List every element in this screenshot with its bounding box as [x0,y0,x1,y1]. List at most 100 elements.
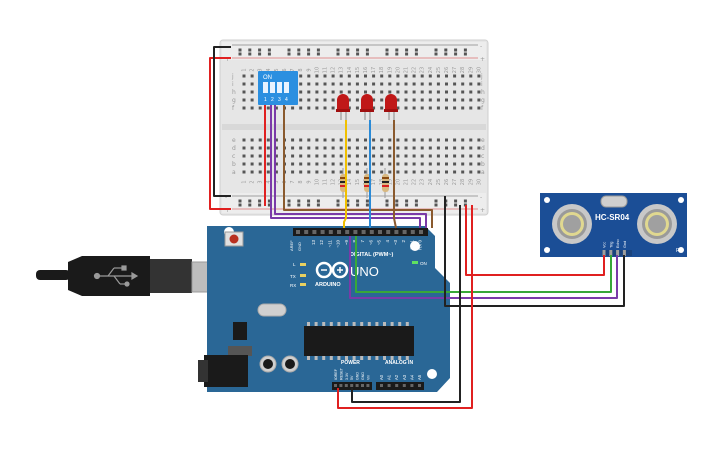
breadboard-hole[interactable] [266,106,270,110]
breadboard-hole[interactable] [461,106,465,110]
wire-red-sensor-vcc[interactable] [465,205,605,276]
breadboard-hole[interactable] [266,162,270,166]
breadboard-hole[interactable] [461,82,465,86]
breadboard-hole[interactable] [428,90,432,94]
breadboard-hole[interactable] [380,82,384,86]
breadboard-hole[interactable] [436,146,440,150]
breadboard-hole[interactable] [453,106,457,110]
breadboard-hole[interactable] [404,82,408,86]
rail-hole[interactable] [258,52,262,56]
breadboard-hole[interactable] [388,90,392,94]
breadboard-hole[interactable] [274,138,278,142]
rail-hole[interactable] [287,52,291,56]
header-pin[interactable] [395,384,399,387]
breadboard-hole[interactable] [355,170,359,174]
breadboard-hole[interactable] [331,90,335,94]
breadboard-hole[interactable] [364,138,367,142]
breadboard-hole[interactable] [266,170,270,174]
breadboard-hole[interactable] [477,90,481,94]
header-pin[interactable] [410,384,414,387]
breadboard-hole[interactable] [420,146,424,150]
breadboard-hole[interactable] [323,106,327,110]
breadboard-hole[interactable] [469,82,473,86]
breadboard-hole[interactable] [331,146,335,150]
rail-hole[interactable] [248,52,252,56]
breadboard-hole[interactable] [428,162,432,166]
breadboard-hole[interactable] [323,98,327,102]
breadboard-hole[interactable] [445,90,448,94]
rail-hole[interactable] [336,199,340,203]
breadboard-hole[interactable] [331,138,335,142]
breadboard-hole[interactable] [372,170,376,174]
breadboard-hole[interactable] [347,82,351,86]
breadboard-hole[interactable] [420,170,424,174]
rail-hole[interactable] [365,52,369,56]
breadboard-hole[interactable] [364,90,367,94]
rail-hole[interactable] [346,48,350,52]
breadboard-hole[interactable] [380,90,384,94]
breadboard-hole[interactable] [347,146,351,150]
breadboard-hole[interactable] [323,82,327,86]
breadboard-hole[interactable] [242,162,246,166]
rail-hole[interactable] [463,199,467,203]
sensor-pin[interactable] [602,250,606,256]
breadboard-hole[interactable] [364,146,367,150]
breadboard-hole[interactable] [347,162,351,166]
breadboard-hole[interactable] [250,154,254,158]
led-3[interactable] [384,94,398,120]
breadboard-hole[interactable] [436,138,440,142]
rail-hole[interactable] [463,48,467,52]
breadboard-hole[interactable] [428,98,432,102]
breadboard-hole[interactable] [412,170,416,174]
breadboard-hole[interactable] [315,74,319,78]
breadboard-hole[interactable] [307,106,311,110]
wire-green-sensor-trig[interactable] [355,236,612,293]
breadboard-hole[interactable] [436,90,440,94]
header-pin[interactable] [345,230,350,234]
breadboard-hole[interactable] [436,106,440,110]
breadboard-hole[interactable] [380,146,384,150]
header-pin[interactable] [361,384,364,387]
rail-hole[interactable] [297,199,301,203]
breadboard-hole[interactable] [331,74,335,78]
breadboard-hole[interactable] [315,138,319,142]
breadboard-hole[interactable] [258,106,262,110]
breadboard-hole[interactable] [445,170,448,174]
rail-hole[interactable] [365,48,369,52]
breadboard-hole[interactable] [258,146,262,150]
breadboard-hole[interactable] [372,146,376,150]
rail-hole[interactable] [346,52,350,56]
breadboard-hole[interactable] [388,138,392,142]
breadboard-hole[interactable] [355,146,359,150]
dip-switch[interactable]: ON 1 2 3 4 [258,71,298,105]
breadboard-hole[interactable] [428,138,432,142]
breadboard-hole[interactable] [412,138,416,142]
breadboard-hole[interactable] [404,98,408,102]
breadboard-hole[interactable] [436,162,440,166]
breadboard-hole[interactable] [404,138,408,142]
rail-hole[interactable] [414,203,418,207]
breadboard-hole[interactable] [315,82,319,86]
rail-hole[interactable] [258,48,262,52]
breadboard-hole[interactable] [242,90,246,94]
breadboard-hole[interactable] [445,154,448,158]
breadboard-hole[interactable] [412,82,416,86]
rail-hole[interactable] [297,48,301,52]
breadboard-hole[interactable] [412,106,416,110]
breadboard-hole[interactable] [339,90,343,94]
rail-hole[interactable] [297,52,301,56]
rail-hole[interactable] [267,203,271,207]
rail-hole[interactable] [395,203,399,207]
breadboard-hole[interactable] [477,162,481,166]
breadboard-hole[interactable] [372,106,376,110]
breadboard-hole[interactable] [404,162,408,166]
wire-yellow-led1[interactable] [343,120,347,228]
breadboard-hole[interactable] [477,98,481,102]
breadboard-hole[interactable] [453,146,457,150]
header-pin[interactable] [350,384,354,387]
breadboard-hole[interactable] [307,138,311,142]
breadboard-hole[interactable] [420,106,424,110]
breadboard-hole[interactable] [315,146,319,150]
breadboard-hole[interactable] [461,98,465,102]
breadboard-hole[interactable] [274,154,278,158]
